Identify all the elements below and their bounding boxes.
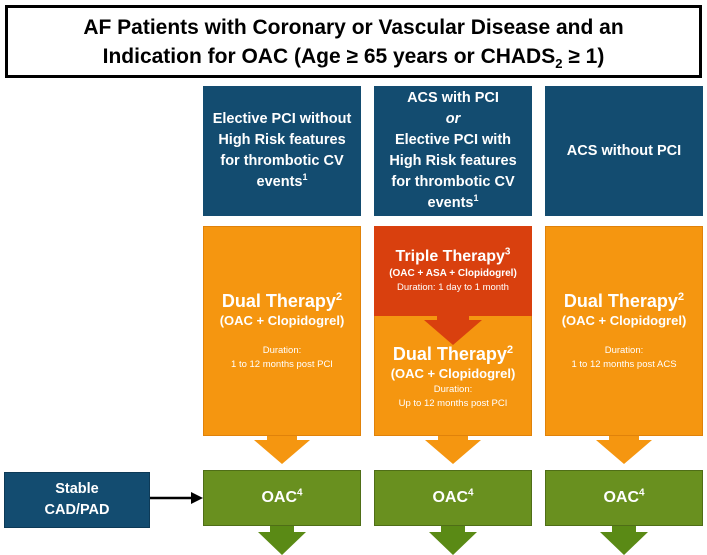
triple-therapy-box: Triple Therapy3 (OAC + ASA + Clopidogrel…	[374, 226, 532, 316]
green-arrow-col1	[258, 526, 306, 555]
dual-therapy-regimen: (OAC + Clopidogrel)	[390, 366, 516, 381]
dual-therapy-title: Dual Therapy2	[563, 291, 685, 311]
title-line-1: AF Patients with Coronary or Vascular Di…	[83, 15, 624, 39]
dual-therapy-box-col1: Dual Therapy2 (OAC + Clopidogrel) Durati…	[203, 226, 361, 436]
dual-therapy-duration: Duration: 1 to 12 months post PCI	[231, 345, 333, 370]
title-line-2: Indication for OAC (Age ≥ 65 years or CH…	[102, 44, 605, 71]
green-arrow-col3	[600, 526, 648, 555]
triple-therapy-regimen: (OAC + ASA + Clopidogrel)	[389, 268, 517, 279]
arrow-col3-to-oac	[596, 436, 652, 464]
dual-therapy-regimen: (OAC + Clopidogrel)	[219, 313, 345, 328]
oac-box-col1: OAC4	[203, 470, 361, 526]
dual-therapy-title: Dual Therapy2	[221, 291, 343, 311]
arrow-col1-to-oac	[254, 436, 310, 464]
dual-therapy-title: Dual Therapy2	[392, 344, 514, 364]
oac-box-col3: OAC4	[545, 470, 703, 526]
diagram-title: AF Patients with Coronary or Vascular Di…	[5, 5, 702, 78]
dual-therapy-regimen: (OAC + Clopidogrel)	[561, 313, 687, 328]
triple-therapy-duration: Duration: 1 day to 1 month	[397, 282, 509, 293]
dual-therapy-duration: Duration: Up to 12 months post PCI	[398, 384, 508, 409]
stable-cad-pad-box: Stable CAD/PAD	[4, 472, 150, 528]
header-acs-with-pci-or-elective-high-risk: ACS with PCI or Elective PCI with High R…	[374, 86, 532, 216]
dual-therapy-box-col3: Dual Therapy2 (OAC + Clopidogrel) Durati…	[545, 226, 703, 436]
green-arrow-col2	[429, 526, 477, 555]
arrow-col2-to-oac	[425, 436, 481, 464]
header-elective-pci-without-high-risk: Elective PCI without High Risk features …	[203, 86, 361, 216]
dual-therapy-duration: Duration: 1 to 12 months post ACS	[571, 345, 677, 370]
triple-therapy-title: Triple Therapy3	[395, 246, 511, 265]
oac-box-col2: OAC4	[374, 470, 532, 526]
header-acs-without-pci: ACS without PCI	[545, 86, 703, 216]
